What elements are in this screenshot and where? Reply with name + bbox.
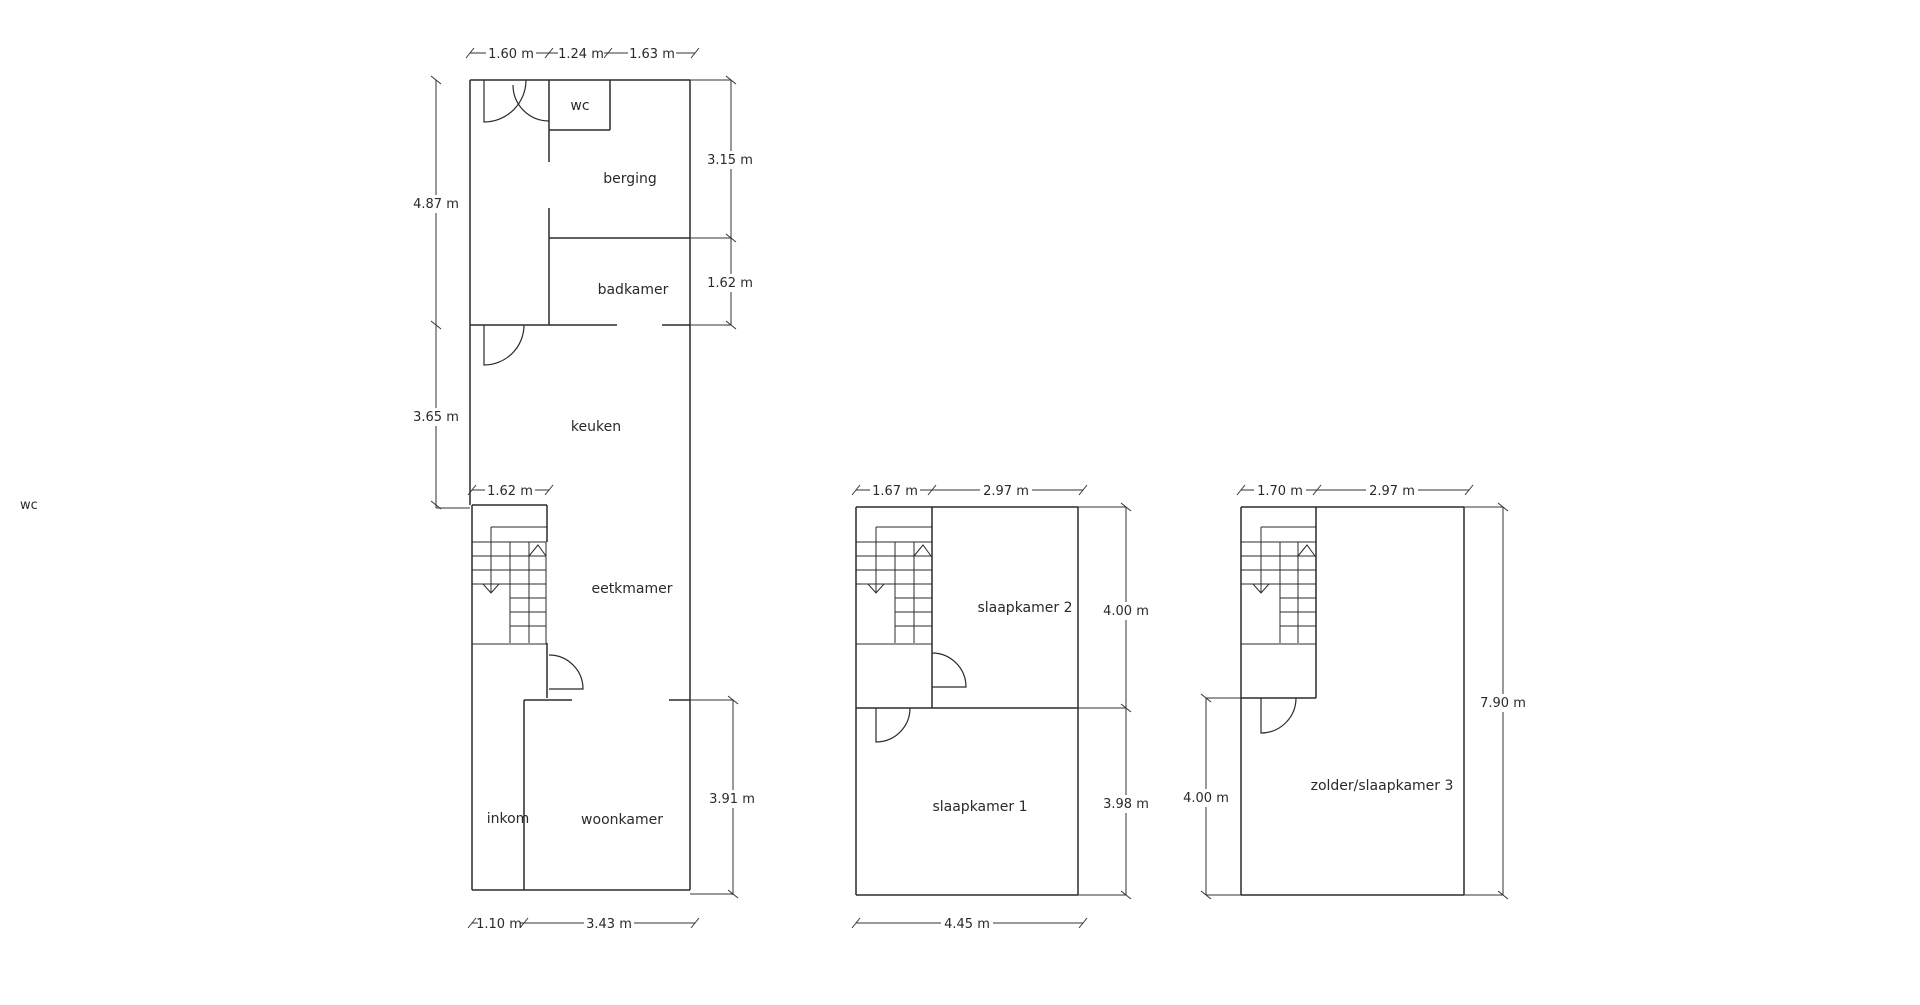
room-label-eetkmamer: eetkmamer (591, 581, 672, 597)
room-label-wc: wc (570, 98, 589, 114)
room-label-slaapkamer-1: slaapkamer 1 (932, 799, 1027, 815)
dim-attic-left: 4.00 m (1183, 791, 1229, 806)
dim-left-upper: 4.87 m (413, 197, 459, 212)
room-label-badkamer: badkamer (598, 282, 669, 298)
dim-attic-top-b: 2.97 m (1369, 484, 1415, 499)
dim-right-badkamer: 1.62 m (707, 276, 753, 291)
attic-plan: zolder/slaapkamer 3 1.70 m 2.97 m 7.90 m (1179, 482, 1530, 900)
dim-bottom-b: 3.43 m (586, 917, 632, 932)
dim-right-woonkamer: 3.91 m (709, 792, 755, 807)
dim-attic-top-a: 1.70 m (1257, 484, 1303, 499)
dim-ff-bottom: 4.45 m (944, 917, 990, 932)
ground-floor-dimensions: 1.60 m 1.24 m 1.63 m 4.87 m 3.65 m 3.15 … (410, 45, 760, 932)
room-label-berging: berging (603, 171, 657, 187)
dim-stair-width: 1.62 m (487, 484, 533, 499)
room-label-slaapkamer-2: slaapkamer 2 (977, 600, 1072, 616)
room-label-inkom: inkom (487, 811, 530, 827)
dim-top-a: 1.60 m (488, 47, 534, 62)
attic-dimensions: 1.70 m 2.97 m 7.90 m 4.00 m (1179, 482, 1530, 900)
dim-left-mid: 3.65 m (413, 410, 459, 425)
dim-bottom-a: 1.10 m (476, 917, 522, 932)
first-floor-plan: slaapkamer 2 slaapkamer 1 1.67 m 2.97 m … (851, 482, 1153, 932)
dim-ff-right-lower: 3.98 m (1103, 797, 1149, 812)
ground-floor-plan: wc berging badkamer keuken eetkmamer ink… (410, 45, 760, 932)
dim-top-b: 1.24 m (558, 47, 604, 62)
room-label-keuken: keuken (571, 419, 621, 435)
dim-ff-top-b: 2.97 m (983, 484, 1029, 499)
room-label-woonkamer: woonkamer (581, 812, 663, 828)
dim-ff-right-upper: 4.00 m (1103, 604, 1149, 619)
dim-attic-right: 7.90 m (1480, 696, 1526, 711)
stray-wc-label: wc (20, 498, 38, 513)
room-label-zolder: zolder/slaapkamer 3 (1311, 778, 1454, 794)
dim-ff-top-a: 1.67 m (872, 484, 918, 499)
dim-right-berging: 3.15 m (707, 153, 753, 168)
first-floor-dimensions: 1.67 m 2.97 m 4.00 m 3.98 m 4.45 m (851, 482, 1153, 932)
dim-top-c: 1.63 m (629, 47, 675, 62)
